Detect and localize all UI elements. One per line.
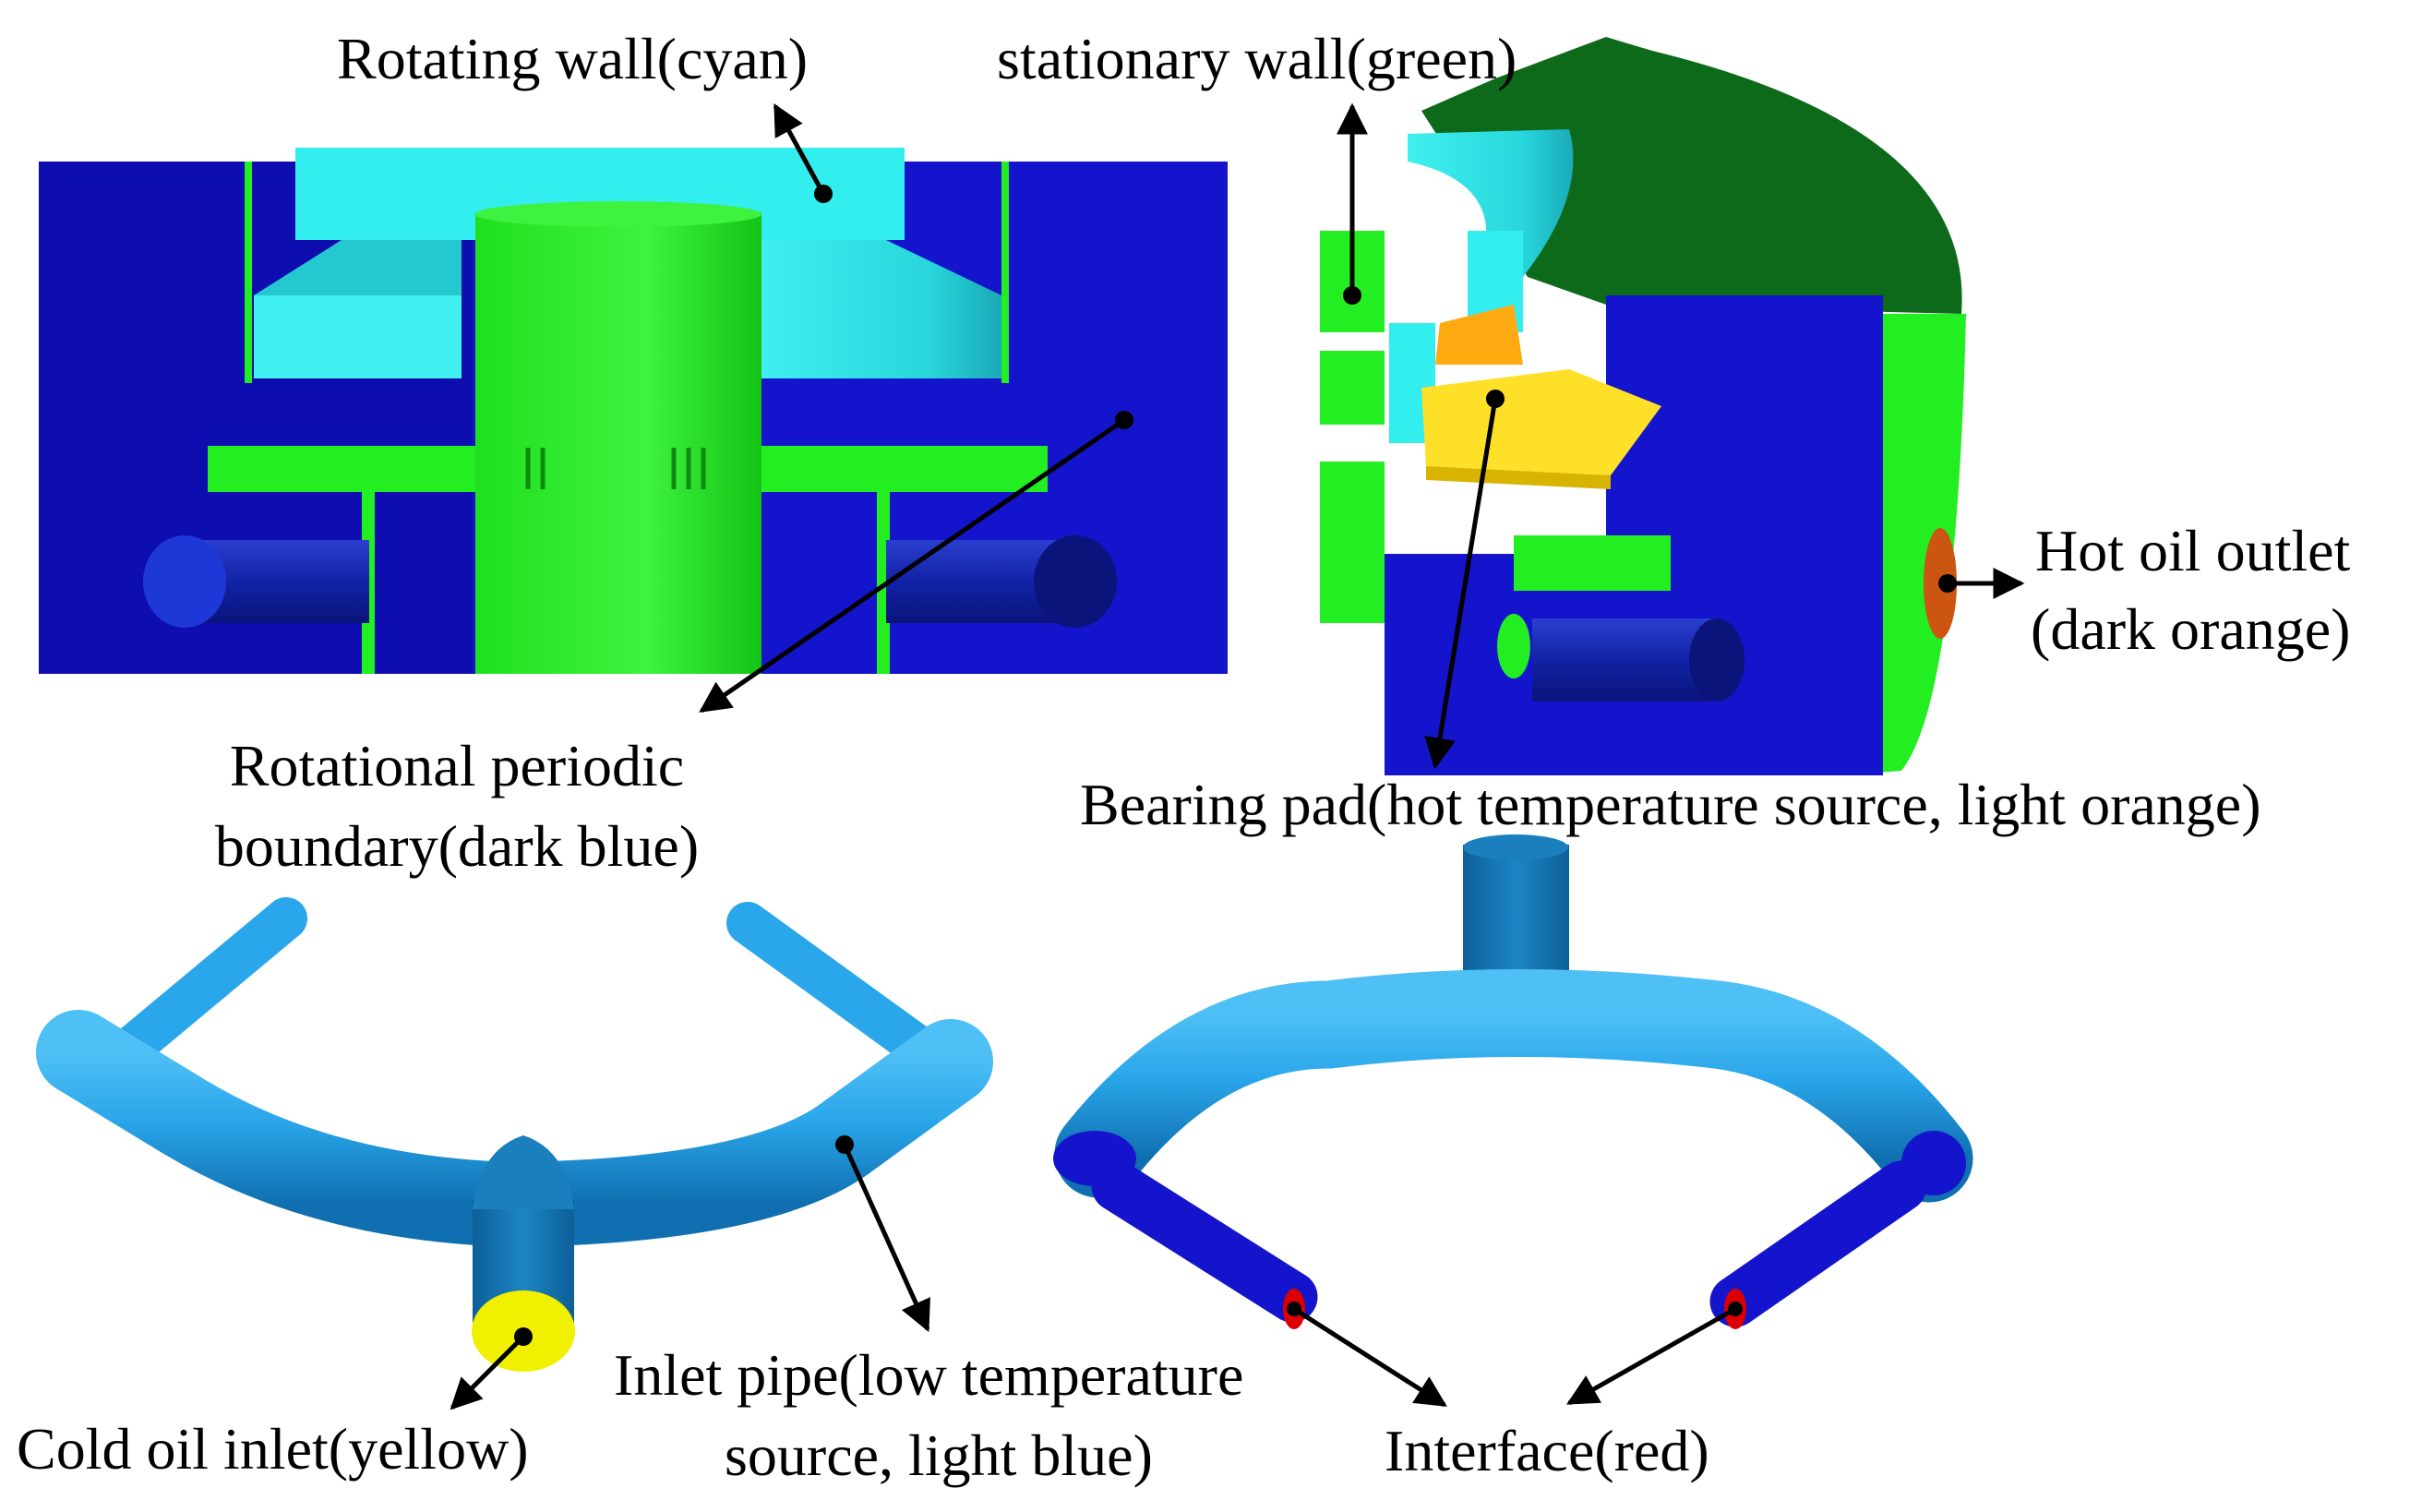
label-stationary-wall: stationary wall(green) (997, 26, 1517, 91)
arrow-bearing-pad (1424, 398, 1498, 770)
shaft-slots (525, 448, 706, 489)
rotating-ring (1408, 129, 1574, 277)
groove-right (1001, 162, 1009, 383)
inlet-pipe-left-view (36, 897, 993, 1372)
groove-right-2 (877, 489, 890, 674)
interface-pipe-right (1709, 1160, 1927, 1327)
stationary-shaft-top (475, 201, 761, 227)
bearing-pad-edge (1426, 466, 1611, 489)
cutaway-pipe (1532, 618, 1717, 702)
groove-left (245, 162, 252, 383)
label-hot-oil-outlet-1: Hot oil outlet (2035, 518, 2351, 583)
arrow-periodic (699, 417, 1126, 714)
cutaway-pipe-start (1497, 614, 1530, 678)
cold-oil-inlet-cap (473, 1135, 574, 1209)
label-interface: Interface(red) (1385, 1418, 1709, 1483)
bearing-pad (1421, 369, 1661, 475)
outlet-pipe-right-cap (1901, 1131, 1966, 1195)
label-rotating-wall: Rotating wall(cyan) (337, 26, 809, 91)
stationary-wall-left-2 (1320, 351, 1385, 425)
rotating-wall-right (757, 240, 1001, 378)
outlet-pipe-left-cap (1053, 1131, 1136, 1186)
cutaway-view (1320, 37, 1966, 775)
outlet-riser-top (1463, 834, 1568, 860)
section-view (39, 148, 1228, 674)
label-bearing-pad: Bearing pad(hot temperature source, ligh… (1080, 772, 2261, 837)
label-periodic-2: boundary(dark blue) (214, 813, 700, 879)
inlet-pipe-right-end (1034, 535, 1117, 628)
label-inlet-pipe-1: Inlet pipe(low temperature (614, 1342, 1244, 1408)
rotating-wall-left-face (254, 295, 462, 378)
arrow-cold-oil (450, 1335, 525, 1410)
arrow-interface-right (1566, 1306, 1737, 1406)
label-periodic-1: Rotational periodic (229, 733, 685, 798)
cutaway-pipe-end (1689, 618, 1745, 702)
arrow-inlet-pipe (842, 1143, 930, 1333)
arrow-rotating-wall (773, 103, 826, 196)
bearing-pad-top (1435, 305, 1523, 365)
stationary-wall-left-3 (1320, 462, 1385, 623)
stationary-wall-inner (1514, 535, 1671, 591)
inlet-pipe-left-end (143, 535, 226, 628)
stationary-shaft (475, 212, 761, 674)
callout-arrows (450, 102, 2025, 1410)
inlet-pipe-branch-right (726, 902, 953, 1078)
outlet-pipe-main (1054, 969, 1973, 1203)
stationary-wall-lid (1421, 37, 1962, 314)
interface-pipe-left (1091, 1160, 1318, 1323)
label-cold-oil-inlet: Cold oil inlet(yellow) (17, 1416, 529, 1482)
label-hot-oil-outlet-2: (dark orange) (2031, 596, 2351, 662)
label-inlet-pipe-2: source, light blue) (725, 1422, 1153, 1488)
inlet-pipe-right-view (1053, 834, 1973, 1329)
arrow-interface-left (1292, 1306, 1447, 1408)
callout-dots (514, 185, 1957, 1346)
